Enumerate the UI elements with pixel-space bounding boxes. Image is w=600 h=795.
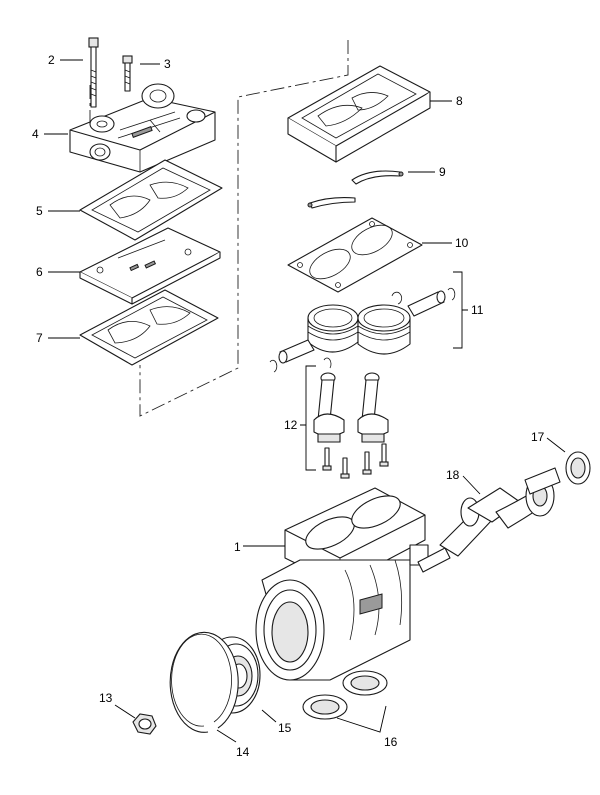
part-10-head-gasket	[287, 217, 423, 293]
callout-11: 11	[471, 303, 484, 317]
callout-4: 4	[32, 127, 39, 141]
part-7-gasket	[79, 289, 219, 366]
callout-6: 6	[36, 265, 43, 279]
callout-8: 8	[456, 94, 463, 108]
callout-7: 7	[36, 331, 43, 345]
callout-9: 9	[439, 165, 446, 179]
callout-12: 12	[284, 418, 298, 432]
callout-17: 17	[531, 430, 545, 444]
part-12-connecting-rods	[313, 372, 389, 479]
part-14-snap-ring	[169, 631, 239, 733]
part-16-covers	[302, 670, 388, 720]
part-13-nut	[132, 713, 157, 735]
part-3-short-bolt	[122, 55, 133, 92]
assembly-dashlines	[89, 40, 349, 417]
part-1-crankcase	[255, 487, 429, 681]
callout-1: 1	[234, 540, 241, 554]
part-17-seal-ring	[565, 451, 591, 485]
callout-15: 15	[278, 721, 292, 735]
part-11-pistons	[269, 287, 456, 373]
callout-5: 5	[36, 204, 43, 218]
part-9-seals	[307, 170, 404, 209]
part-8-head-cover	[287, 65, 431, 163]
callout-3: 3	[164, 57, 171, 71]
callout-10: 10	[455, 236, 469, 250]
callout-2: 2	[48, 53, 55, 67]
part-2-long-bolt	[88, 37, 99, 108]
part-18-crankshaft	[417, 467, 561, 573]
part-6-valve-plate	[79, 227, 221, 305]
part-4-cylinder-head	[69, 83, 216, 173]
leader-lines	[44, 59, 566, 743]
callout-16: 16	[384, 735, 398, 749]
callout-18: 18	[446, 468, 460, 482]
callout-13: 13	[99, 691, 113, 705]
part-5-gasket	[79, 159, 223, 241]
callout-14: 14	[236, 745, 250, 759]
callout-labels: 1 2 3 4 5 6 7 8 9 10 11 12 13 14 15 16 1…	[32, 53, 545, 759]
